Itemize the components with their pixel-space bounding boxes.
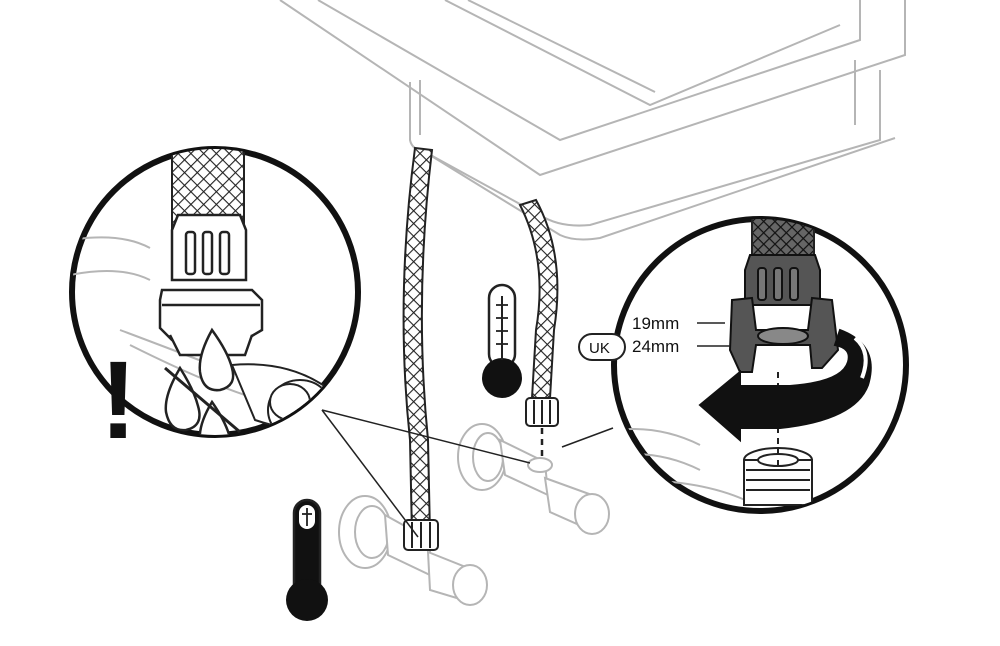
cold-angle-valve <box>457 423 610 535</box>
size-24mm-label: 24mm <box>632 337 679 356</box>
callout-lines <box>321 409 614 538</box>
hot-angle-valve <box>338 495 488 606</box>
clockwise-arrow-icon <box>698 328 872 443</box>
wrench-tool <box>728 296 840 373</box>
hot-thermometer-icon <box>286 498 328 621</box>
size-19mm-label: 19mm <box>632 314 679 333</box>
svg-text:!: ! <box>100 339 137 462</box>
left-detail-callout <box>69 146 361 438</box>
svg-text:UK: UK <box>589 340 610 357</box>
uk-badge: UK <box>578 333 626 361</box>
cold-thermometer-icon <box>482 283 522 398</box>
cold-hose-nut <box>525 397 559 427</box>
detail-cold-nut <box>744 254 821 306</box>
sink-basin <box>279 0 906 241</box>
hot-hose <box>402 146 434 536</box>
threaded-outlet <box>743 447 813 506</box>
exclamation-icon: ! <box>100 339 137 462</box>
wrench-size-labels: 19mm 24mm UK <box>578 314 730 361</box>
hot-hose-nut <box>403 519 439 551</box>
crossed-water-drops-icon <box>164 327 241 435</box>
right-detail-callout <box>611 216 909 514</box>
